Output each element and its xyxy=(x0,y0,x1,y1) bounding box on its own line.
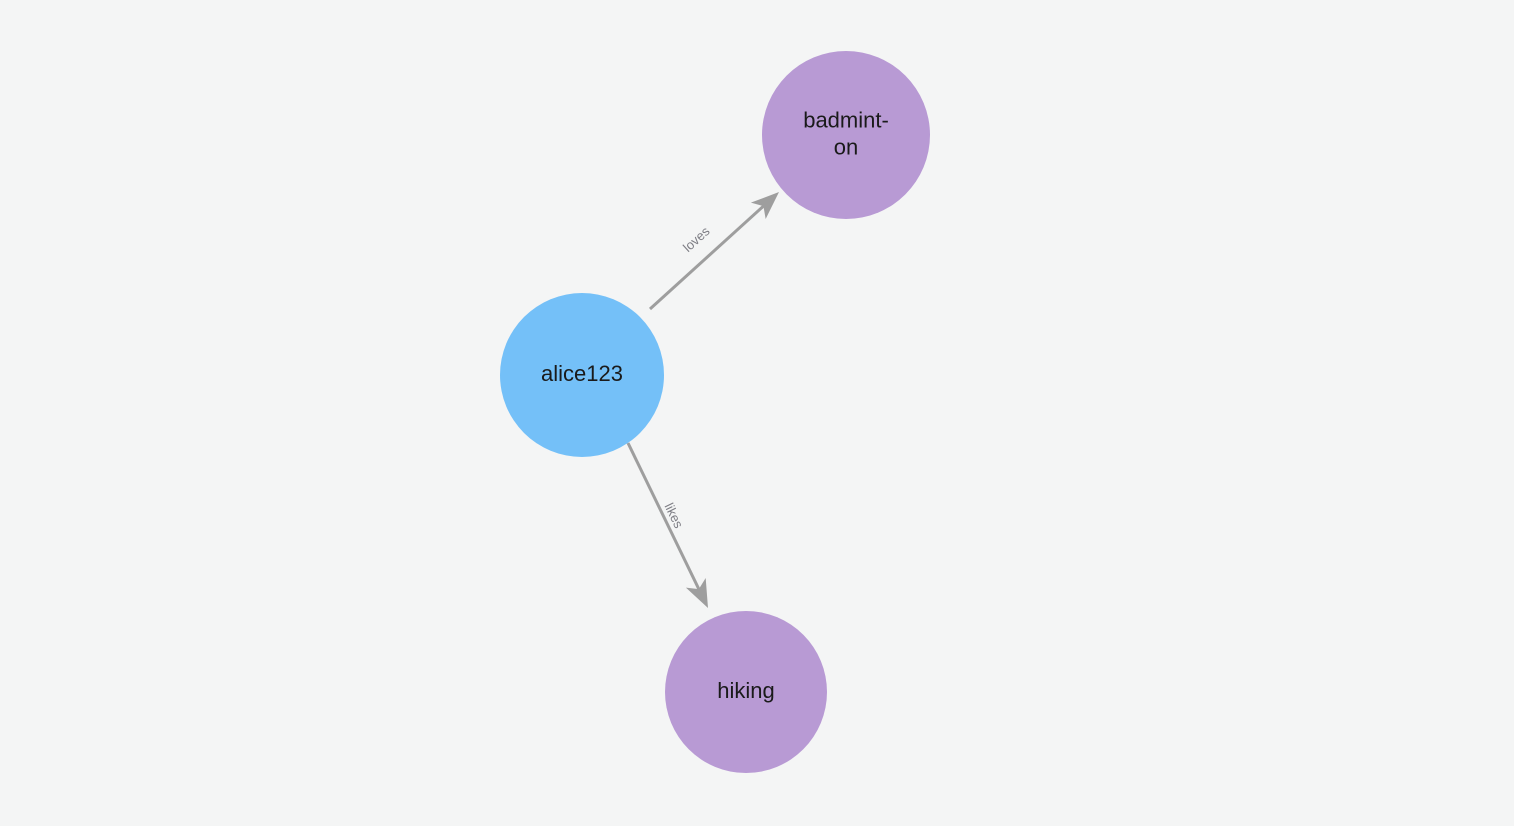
edge-label-likes: likes xyxy=(662,501,687,531)
node-badminton[interactable]: badmint-on xyxy=(762,51,930,219)
edge-label-loves: loves xyxy=(680,223,713,255)
edge-alice123-likes-hiking[interactable]: likes xyxy=(626,442,708,608)
node-circle[interactable] xyxy=(665,611,827,773)
arrowhead-icon xyxy=(685,578,708,608)
arrowhead-icon xyxy=(750,192,779,219)
node-hiking[interactable]: hiking xyxy=(665,611,827,773)
edge-alice123-loves-badminton[interactable]: loves xyxy=(648,192,779,311)
edge-line[interactable] xyxy=(626,442,704,597)
edge-line[interactable] xyxy=(648,199,771,311)
node-alice123[interactable]: alice123 xyxy=(500,293,664,457)
node-circle[interactable] xyxy=(762,51,930,219)
node-layer: alice123 badmint-on hiking xyxy=(500,51,930,773)
node-circle[interactable] xyxy=(500,293,664,457)
